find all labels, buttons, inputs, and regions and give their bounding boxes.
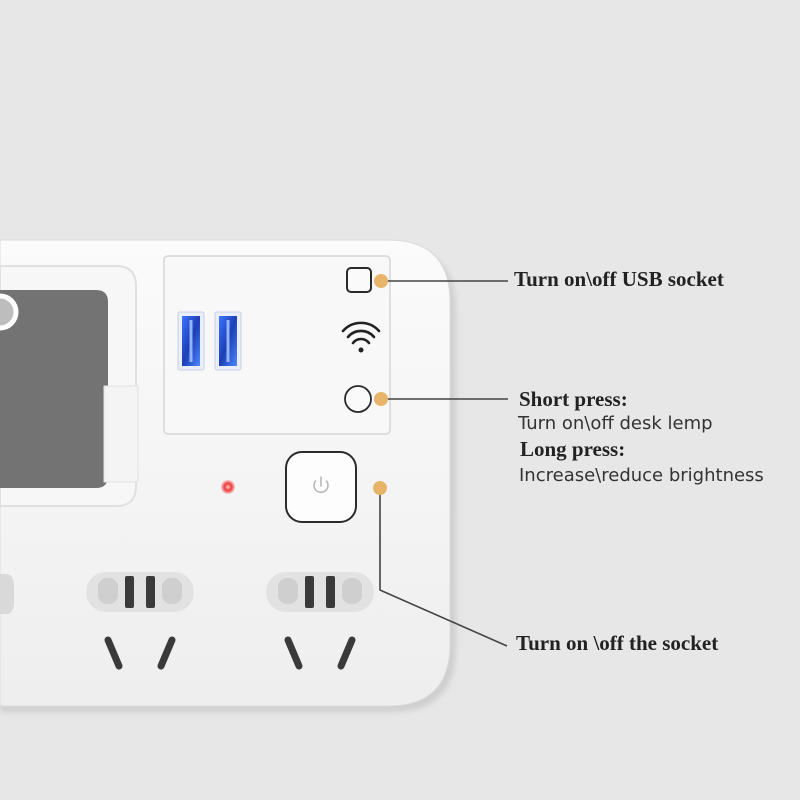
long-press-description: Increase\reduce brightness <box>519 465 764 486</box>
lamp-module <box>0 265 139 507</box>
long-press-heading: Long press: <box>520 437 626 461</box>
callout-dot-usb <box>374 274 388 288</box>
outlet-2 <box>266 572 374 670</box>
power-icon <box>313 476 329 494</box>
usb-socket-switch[interactable] <box>346 267 372 293</box>
socket-callout: Turn on \off the socket <box>516 631 719 655</box>
short-press-description: Turn on\off desk lemp <box>518 413 713 434</box>
leader-lines <box>379 280 508 647</box>
power-button[interactable] <box>285 451 357 523</box>
usb-socket-callout: Turn on\off USB socket <box>514 267 724 291</box>
control-panel <box>163 255 391 435</box>
callout-dot-lamp <box>374 392 388 406</box>
usb-port-1[interactable] <box>177 311 205 371</box>
indicator-led <box>221 480 235 494</box>
short-press-heading: Short press: <box>519 387 628 411</box>
wifi-icon <box>341 321 381 353</box>
outlet-1 <box>86 572 194 670</box>
callout-dot-socket <box>373 481 387 495</box>
usb-port-2[interactable] <box>214 311 242 371</box>
outlet-left-partial <box>0 574 14 614</box>
desk-lamp-button[interactable] <box>344 385 372 413</box>
